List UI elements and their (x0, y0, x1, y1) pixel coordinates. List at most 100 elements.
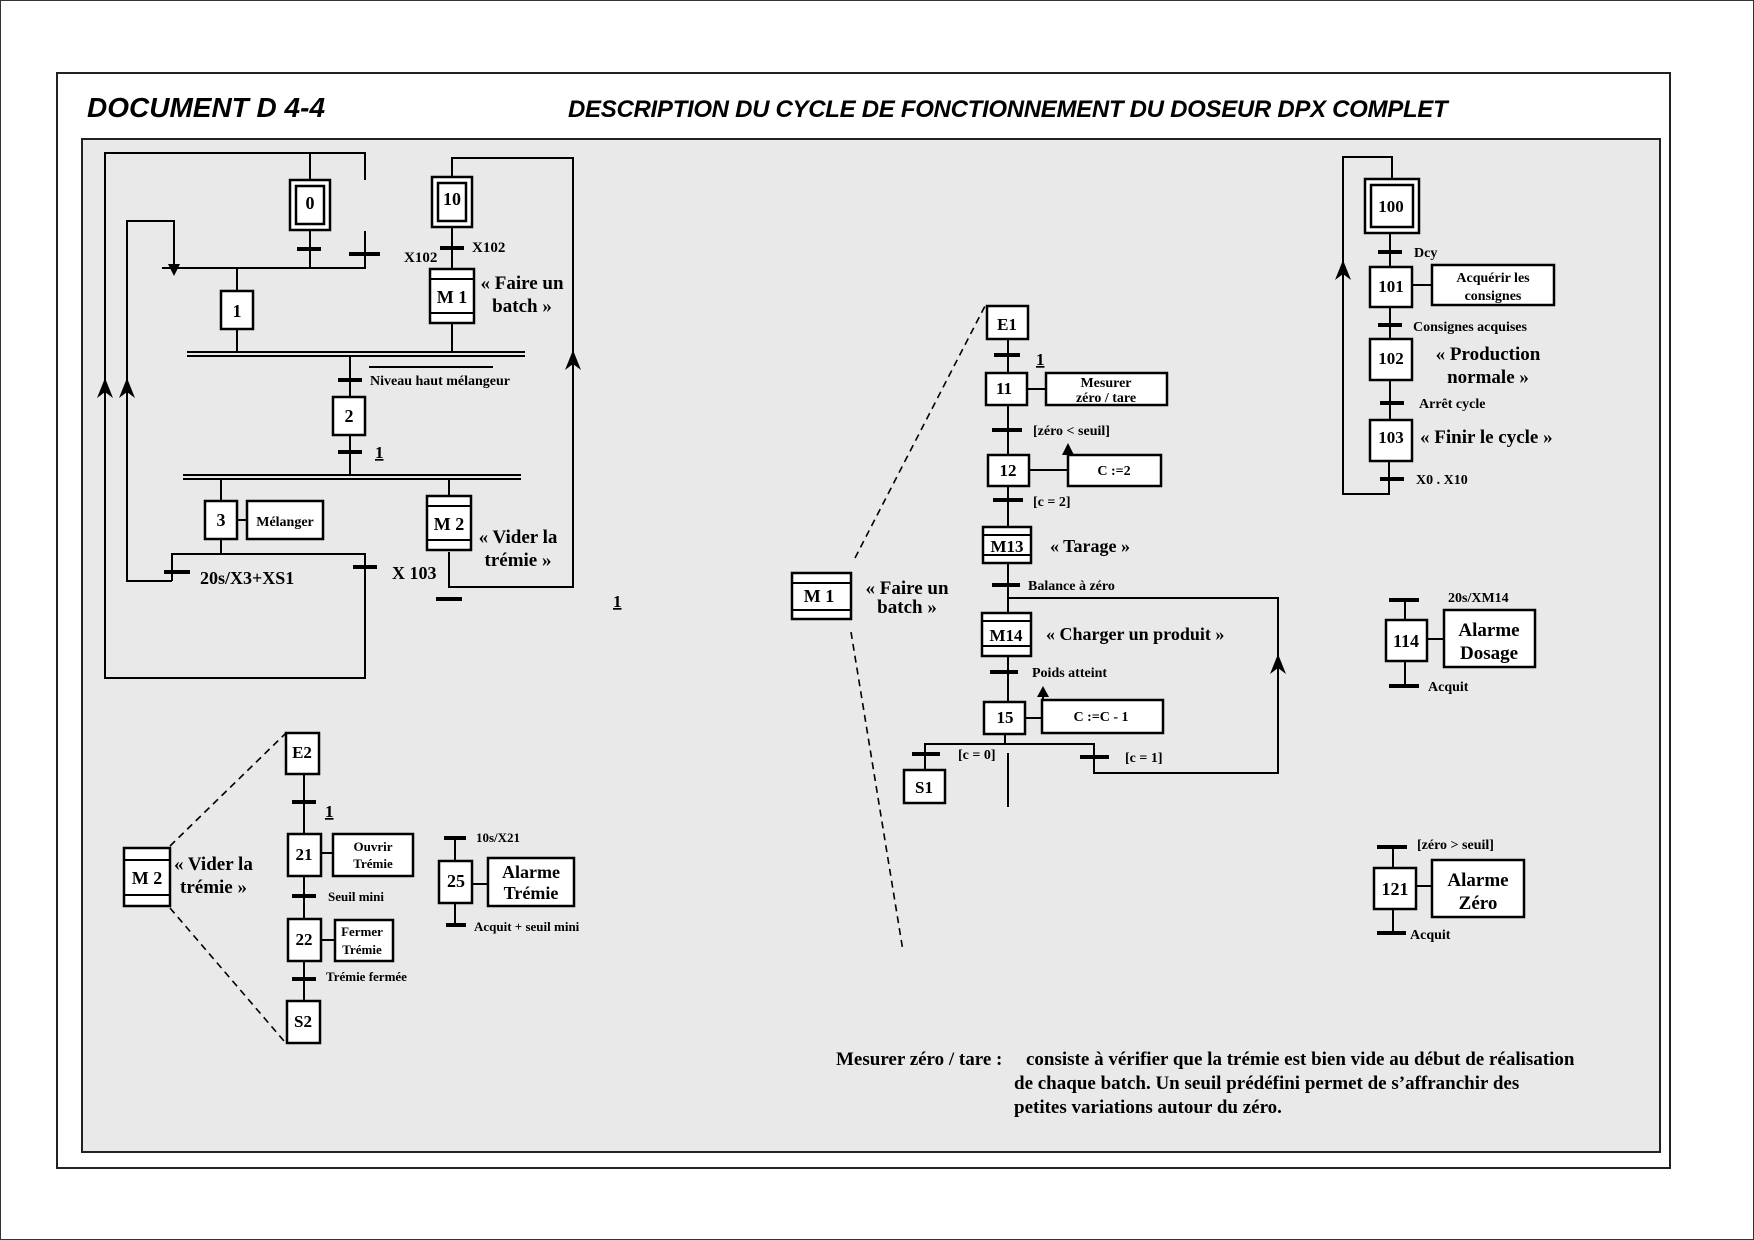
alarm-121: [zéro > seuil] 121 Alarme Zéro Acquit (1372, 838, 1526, 943)
grafcet-main: X102 0 1 10 X102 M 1 « Faire un batch » (97, 152, 622, 679)
note-line: consiste à vérifier que la trémie est bi… (1026, 1049, 1575, 1070)
action-alarm121-label: Zéro (1459, 893, 1498, 914)
transition-tm14-label: Poids atteint (1032, 666, 1107, 681)
transition-alarm121-out-label: Acquit (1410, 928, 1451, 943)
step-100-label: 100 (1378, 197, 1404, 216)
transition-te2-label: 1 (325, 802, 334, 821)
step-11-label: 11 (996, 379, 1012, 398)
step-22-label: 22 (296, 930, 313, 949)
step-21-label: 21 (296, 845, 313, 864)
transition-t101-label: Consignes acquises (1413, 320, 1528, 335)
action-s3-label: Mélanger (256, 515, 314, 530)
m2-comment: « Vider la (479, 527, 558, 548)
action-s22-label: Fermer (341, 924, 383, 939)
action-s22 (333, 918, 395, 963)
action-s22-label: Trémie (342, 942, 382, 957)
action-alarm121-label: Alarme (1447, 870, 1508, 891)
m1-comment: « Faire un (480, 273, 563, 294)
macro-m1-comment: « Faire un (865, 578, 948, 599)
arrow-up-icon (119, 378, 135, 398)
transition-t15b-label: [c = 1] (1125, 751, 1163, 766)
transition-tm13-label: Balance à zéro (1028, 579, 1115, 594)
step-12 (986, 453, 1031, 488)
step-100-inner (1369, 183, 1415, 229)
step-e2 (284, 731, 321, 776)
action-alarm121 (1430, 858, 1526, 919)
grafcet-supervision: 100 Dcy 101 Acquérir les consignes Consi… (1335, 156, 1556, 495)
macro-m2-symbol (122, 846, 172, 908)
arrow-up-icon (565, 350, 581, 370)
transition-t102-label: Arrêt cycle (1419, 397, 1485, 412)
arrow-up-icon (97, 378, 113, 398)
m14-comment: « Charger un produit » (1046, 624, 1224, 644)
step-s2-label: S2 (294, 1012, 312, 1031)
arrow-up-icon (1335, 260, 1351, 280)
note-line: petites variations autour du zéro. (1014, 1097, 1282, 1118)
s103-comment: « Finir le cycle » (1420, 427, 1553, 448)
action-s11-label: zéro / tare (1076, 391, 1136, 406)
document-id: DOCUMENT D 4-4 (87, 92, 326, 123)
macro-m2-comment: trémie » (180, 877, 247, 898)
zoom-dash (850, 631, 904, 952)
macro-m2-comment: « Vider la (174, 854, 253, 875)
step-0-inner (294, 184, 326, 226)
action-alarm25-label: Alarme (502, 862, 560, 882)
step-103-label: 103 (1378, 428, 1404, 447)
transition-alarm25-out-label: Acquit + seuil mini (474, 919, 580, 934)
action-s15 (1040, 698, 1165, 735)
action-s101 (1430, 263, 1556, 307)
step-101-label: 101 (1378, 277, 1404, 296)
action-s11 (1044, 371, 1169, 407)
action-s12 (1066, 453, 1163, 488)
action-s12-label: C :=2 (1097, 464, 1130, 479)
transition-alarm114-out-label: Acquit (1428, 680, 1469, 695)
step-103 (1368, 418, 1414, 463)
zoom-dash (169, 732, 287, 847)
action-alarm114 (1442, 608, 1537, 669)
transition-t12-label: [c = 2] (1033, 495, 1071, 510)
m2-comment: trémie » (485, 550, 552, 571)
step-e2-label: E2 (292, 743, 312, 762)
action-alarm25 (486, 856, 576, 908)
document-title: DESCRIPTION DU CYCLE DE FONCTIONNEMENT D… (568, 96, 1448, 123)
macro-m1-symbol (790, 571, 853, 621)
zoom-dash (169, 907, 285, 1042)
link-0-1 (162, 231, 366, 269)
action-s15-label: C :=C - 1 (1073, 710, 1128, 725)
loop-line-outer (104, 152, 366, 679)
action-s101-label: consignes (1465, 289, 1522, 304)
step-0-label: 0 (306, 193, 315, 213)
transition-t3a-label: 20s/X3+XS1 (200, 568, 294, 588)
transition-t100-label: Dcy (1414, 246, 1437, 261)
step-102-label: 102 (1378, 349, 1404, 368)
macro-m1-expansion: M 1 « Faire un batch » E1 1 11 Mesurer z… (790, 304, 1286, 952)
alarm-25: 10s/X21 25 Alarme Trémie Acquit + seuil … (437, 830, 580, 934)
loop-line-c1 (1008, 597, 1279, 774)
transition-t3b-label: X 103 (392, 563, 437, 583)
step-10-label: 10 (443, 189, 461, 209)
transition-tm2-label: 1 (613, 592, 622, 611)
transition-t22-label: Trémie fermée (326, 969, 407, 984)
divergence-or-15 (924, 743, 1095, 771)
transition-alarm114-in-label: 20s/XM14 (1448, 591, 1509, 606)
step-114-label: 114 (1393, 631, 1419, 651)
transition-te1-label: 1 (1036, 350, 1045, 369)
divergence-or-3 (171, 553, 366, 589)
transition-t21-label: Seuil mini (328, 889, 384, 904)
macro-step-m1-label: M 1 (437, 287, 468, 307)
macro-m1-comment: batch » (877, 597, 937, 618)
action-s21-label: Trémie (353, 856, 393, 871)
step-s1 (902, 768, 947, 805)
transition-alarm121-in-label: [zéro > seuil] (1417, 838, 1494, 853)
step-15-label: 15 (997, 708, 1014, 727)
document-frame (56, 72, 1671, 1169)
loop-line-m2 (448, 157, 574, 588)
note-label: Mesurer zéro / tare : (836, 1049, 1003, 1070)
step-21 (286, 832, 323, 878)
note-line: de chaque batch. Un seuil prédéfini perm… (1014, 1073, 1520, 1094)
transition-t10-label: X102 (472, 240, 505, 256)
action-alarm25-label: Trémie (504, 883, 559, 903)
step-12-label: 12 (1000, 461, 1017, 480)
action-s3 (245, 499, 325, 541)
macro-m2-label: M 2 (132, 868, 163, 888)
